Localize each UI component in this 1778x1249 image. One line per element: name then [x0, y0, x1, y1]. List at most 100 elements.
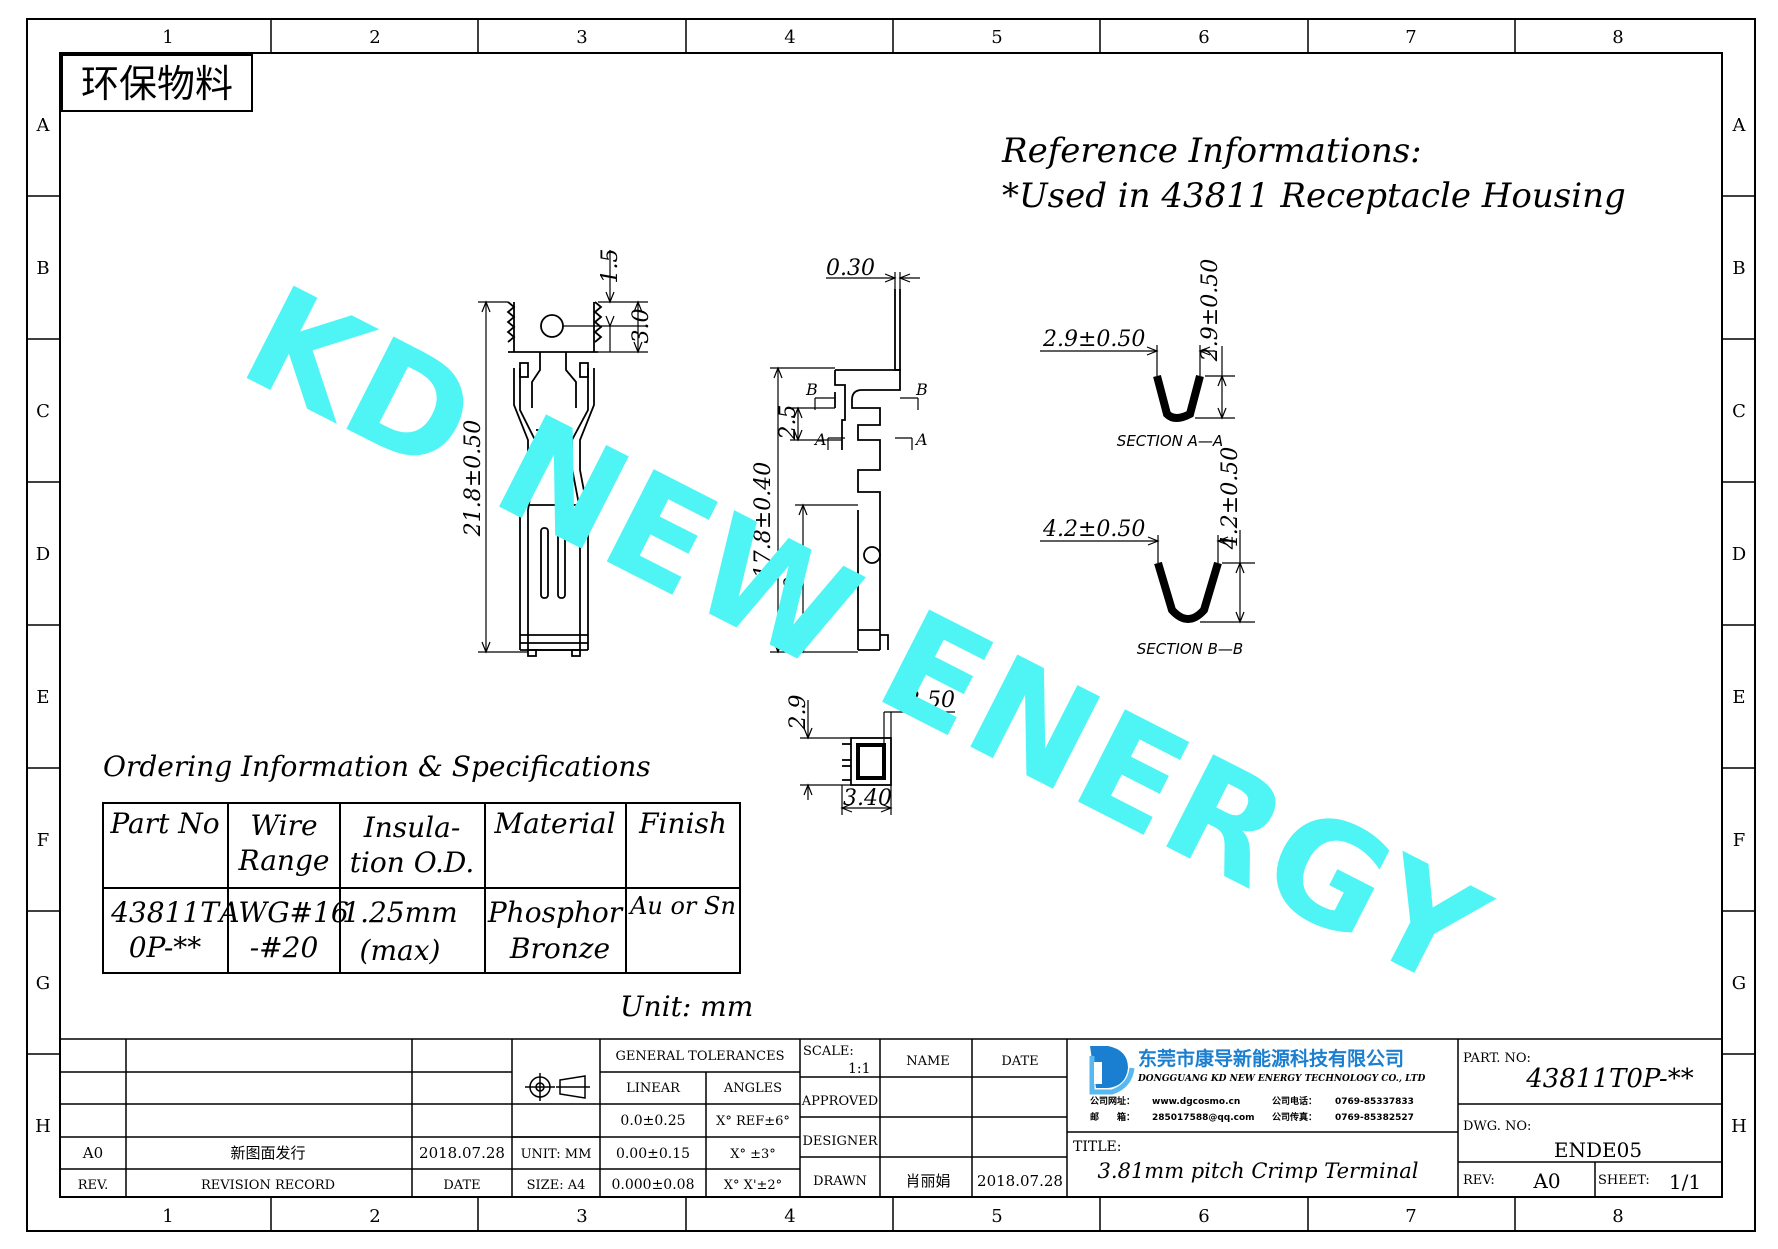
- row-label-b-right: B: [1732, 258, 1745, 279]
- rev-a0: A0: [82, 1144, 103, 1162]
- col-label-1-bottom: 1: [162, 1206, 173, 1227]
- revision-record-header: REVISION RECORD: [201, 1178, 335, 1193]
- angle-tol-3: X° X'±2°: [724, 1178, 782, 1193]
- dwg-no-value: ENDE05: [1554, 1138, 1642, 1162]
- cell-part-1: 43811T: [110, 896, 221, 929]
- size-label: SIZE: A4: [527, 1178, 586, 1193]
- drawing-title: 3.81mm pitch Crimp Terminal: [1098, 1159, 1419, 1183]
- date-header: DATE: [443, 1178, 480, 1193]
- cell-ins-2: (max): [360, 934, 441, 967]
- cell-material-1: Phosphor: [487, 896, 624, 929]
- dim-0-30: 0.30: [826, 256, 875, 281]
- row-label-b: B: [36, 258, 49, 279]
- cell-ins-1: 1.25mm: [342, 896, 457, 929]
- part-no-label: PART. NO:: [1463, 1051, 1531, 1066]
- phone-label: 公司电话：: [1272, 1095, 1317, 1107]
- front-dims: [478, 250, 648, 654]
- col-label-8: 8: [1612, 27, 1623, 48]
- hdr-insulation-2: tion O.D.: [350, 846, 475, 879]
- eco-stamp: 环保物料: [81, 62, 233, 106]
- hdr-material: Material: [493, 807, 615, 840]
- email-label: 邮 箱：: [1090, 1111, 1135, 1123]
- linear-tol-1: 0.0±0.25: [620, 1113, 685, 1129]
- col-label-1: 1: [162, 27, 173, 48]
- linear-header: LINEAR: [626, 1081, 681, 1096]
- row-label-d: D: [36, 544, 50, 565]
- row-label-c: C: [36, 401, 50, 422]
- dim-17-8: 17.8±0.40: [751, 462, 776, 578]
- projection-symbol-icon: [525, 1073, 590, 1101]
- hdr-insulation-1: Insula-: [363, 811, 461, 844]
- col-label-6-bottom: 6: [1198, 1206, 1209, 1227]
- angle-tol-2: X° ±3°: [730, 1147, 776, 1162]
- col-label-3-bottom: 3: [576, 1206, 587, 1227]
- hdr-wire-2: Range: [238, 844, 330, 877]
- dim-2-5: 2.5: [776, 405, 801, 441]
- section-bb-width: 4.2±0.50: [1042, 517, 1145, 542]
- fax-label: 公司传真：: [1272, 1111, 1317, 1123]
- row-label-a: A: [36, 115, 51, 136]
- cell-material-2: Bronze: [509, 932, 610, 965]
- scale-label: SCALE:: [803, 1044, 854, 1059]
- linear-tol-2: 0.00±0.15: [616, 1146, 690, 1162]
- section-mark-a-right: A: [914, 430, 928, 449]
- hdr-wire-1: Wire: [250, 809, 317, 842]
- company-name-en: DONGGUANG KD NEW ENERGY TECHNOLOGY CO., …: [1137, 1074, 1425, 1084]
- dim-21-8: 21.8±0.50: [461, 420, 486, 537]
- reference-title: Reference Informations:: [1001, 131, 1422, 171]
- row-label-g: G: [36, 973, 50, 994]
- col-label-2-bottom: 2: [369, 1206, 380, 1227]
- section-markers: [814, 397, 919, 450]
- end-dims: [800, 700, 955, 815]
- section-aa-height: 2.9±0.50: [1198, 259, 1223, 362]
- dim-3-0: 3.0: [629, 309, 654, 344]
- unit-note: Unit: mm: [620, 990, 753, 1023]
- row-label-h-right: H: [1731, 1116, 1747, 1137]
- drawn-name: 肖丽娟: [905, 1172, 950, 1190]
- revision-date: 2018.07.28: [419, 1144, 505, 1162]
- phone-value: 0769-85337833: [1335, 1097, 1414, 1107]
- dwg-no-label: DWG. NO:: [1463, 1119, 1531, 1134]
- reference-housing: *Used in 43811 Receptacle Housing: [1002, 176, 1626, 216]
- hdr-finish: Finish: [638, 807, 727, 840]
- drawn-date: 2018.07.28: [977, 1172, 1063, 1190]
- end-view: [842, 737, 892, 786]
- row-label-d-right: D: [1732, 544, 1746, 565]
- side-dims: [770, 272, 920, 654]
- rev-value: A0: [1532, 1169, 1560, 1193]
- col-label-6: 6: [1198, 27, 1209, 48]
- dim-9-3: 9.3: [781, 556, 806, 591]
- sheet-label: SHEET:: [1598, 1173, 1650, 1188]
- section-bb-label: SECTION B—B: [1137, 640, 1243, 658]
- fax-value: 0769-85382527: [1335, 1113, 1414, 1123]
- rev-header: REV.: [78, 1178, 109, 1193]
- zone-dividers: [27, 19, 1755, 1231]
- section-aa: [1040, 345, 1235, 422]
- approved-label: APPROVED: [801, 1094, 878, 1109]
- company-name-cn: 东莞市康导新能源科技有限公司: [1138, 1047, 1404, 1070]
- cell-wire-2: -#20: [250, 931, 319, 964]
- row-label-h: H: [35, 1116, 51, 1137]
- ordering-title: Ordering Information & Specifications: [103, 750, 651, 783]
- row-label-e: E: [36, 687, 49, 708]
- sheet-value: 1/1: [1669, 1170, 1701, 1194]
- section-mark-b-right: B: [915, 380, 928, 399]
- drawn-label: DRAWN: [813, 1174, 867, 1189]
- row-label-e-right: E: [1732, 687, 1745, 708]
- ordering-table: [102, 802, 741, 974]
- cell-wire-1: AWG#16: [216, 896, 348, 929]
- name-header: NAME: [906, 1054, 950, 1069]
- dim-3-40: 3.40: [843, 786, 892, 811]
- section-aa-label: SECTION A—A: [1117, 432, 1223, 450]
- cell-finish: Au or Sn: [628, 892, 736, 920]
- website-value: www.dgcosmo.cn: [1152, 1097, 1240, 1107]
- linear-tol-3: 0.000±0.08: [612, 1177, 695, 1193]
- side-view: [834, 289, 901, 651]
- row-label-a-right: A: [1732, 115, 1747, 136]
- col-label-3: 3: [576, 27, 587, 48]
- cell-part-2: 0P-**: [129, 931, 202, 964]
- front-view: [506, 301, 603, 657]
- row-label-f-right: F: [1733, 830, 1746, 851]
- section-mark-b-left: B: [805, 380, 818, 399]
